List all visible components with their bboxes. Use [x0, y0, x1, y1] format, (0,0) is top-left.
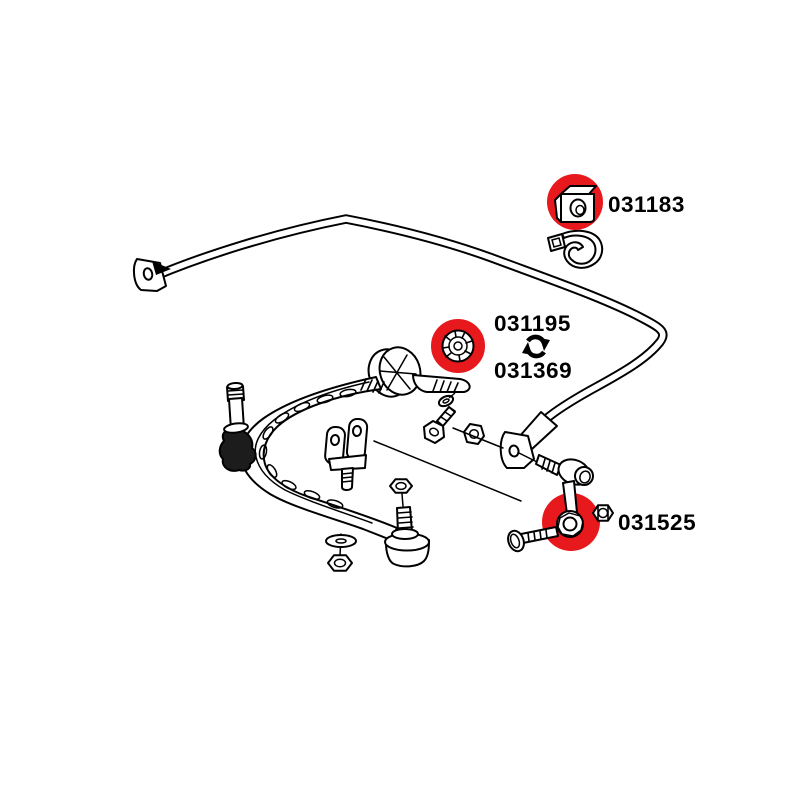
end-link-nut [592, 504, 614, 522]
stabilizer-bar-body [150, 216, 666, 422]
part-number-031369: 031369 [494, 358, 572, 383]
end-link-bolt [507, 526, 559, 553]
highlight-ring-031195 [431, 319, 485, 373]
part-number-031183: 031183 [608, 192, 685, 217]
end-link-lower-eye [556, 480, 584, 538]
control-arm-bushing-foot [412, 374, 471, 393]
stabilizer-bushing-assembly: 031183 [547, 174, 685, 269]
control-arm-serrations [360, 378, 385, 394]
bushing-through-bolt [423, 394, 456, 444]
part-number-031525: 031525 [618, 510, 696, 535]
end-link-ball-stud [535, 454, 594, 486]
stabilizer-bushing-clamp-bracket [547, 229, 604, 269]
washer-and-nut [325, 533, 357, 572]
leader-line-long [373, 440, 522, 502]
stabilizer-bar [132, 214, 668, 469]
control-arm-bushing-housing [367, 346, 422, 398]
control-arm-lightening-holes [258, 388, 357, 509]
stabilizer-bushing-icon [554, 185, 597, 223]
control-arm [218, 346, 485, 572]
axis-line-bolt-to-eyelet [452, 427, 504, 449]
part-number-031195: 031195 [494, 311, 571, 336]
stabilizer-bar-left-eyelet [132, 258, 171, 292]
stabilizer-end-link: 031525 [507, 454, 696, 553]
outer-ball-joint [384, 478, 430, 568]
inner-ball-joint [218, 381, 257, 472]
control-arm-bushing-icon [441, 329, 475, 363]
axis-line-foot-to-clip [448, 392, 456, 399]
clevis-bracket [324, 417, 369, 491]
swap-arrows-icon [522, 334, 550, 359]
control-arm-bushing-highlight: 031195 031369 [431, 311, 572, 383]
assembly-lines [373, 392, 540, 502]
stabilizer-bar-right-eyelet [499, 411, 558, 469]
axis-line-eyelet-to-stud [518, 452, 540, 464]
